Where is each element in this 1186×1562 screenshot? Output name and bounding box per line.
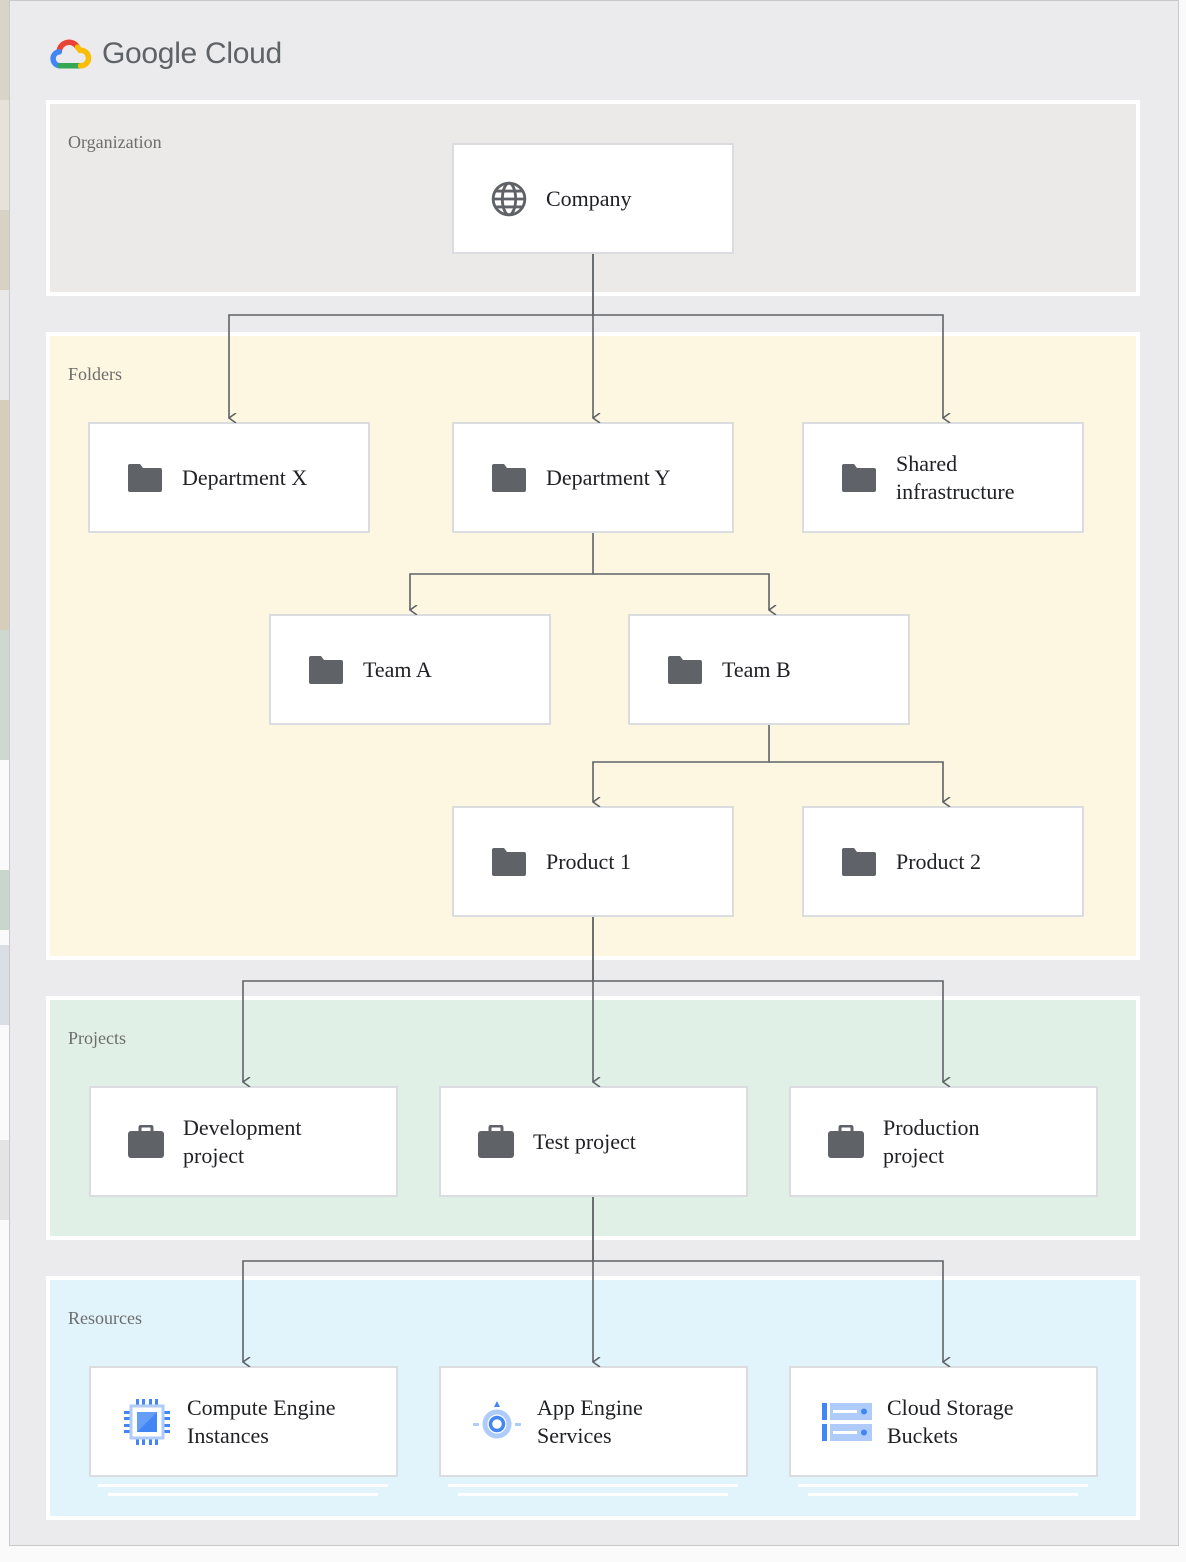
background-page-strip bbox=[0, 290, 9, 400]
node-team-a: Team A bbox=[269, 614, 551, 725]
node-label-line: project bbox=[183, 1142, 245, 1168]
node-label-line: Compute Engine bbox=[187, 1394, 336, 1420]
node-label-line: Instances bbox=[187, 1422, 269, 1448]
compute-engine-icon bbox=[121, 1396, 173, 1448]
folder-icon bbox=[126, 463, 164, 493]
node-test-project: Test project bbox=[439, 1086, 748, 1197]
folder-icon bbox=[840, 463, 878, 493]
brand-name: Google Cloud bbox=[102, 37, 282, 70]
node-company-label: Company bbox=[546, 185, 632, 211]
folder-icon bbox=[490, 463, 528, 493]
brand-logo: Google Cloud bbox=[50, 37, 282, 71]
node-label-line: Buckets bbox=[887, 1422, 958, 1448]
node-product-2-label: Product 2 bbox=[896, 848, 981, 874]
node-label-line: Services bbox=[537, 1422, 612, 1448]
stack-indicator bbox=[798, 1484, 1088, 1487]
node-label-line: App Engine bbox=[537, 1394, 643, 1420]
app-engine-icon bbox=[471, 1396, 523, 1448]
folder-icon bbox=[666, 655, 704, 685]
background-page-strip bbox=[0, 0, 9, 100]
briefcase-icon bbox=[477, 1124, 515, 1159]
node-label-line: Production bbox=[883, 1114, 980, 1140]
folder-icon bbox=[307, 655, 345, 685]
stack-indicator bbox=[808, 1493, 1078, 1496]
node-team-b: Team B bbox=[628, 614, 910, 725]
globe-icon bbox=[490, 180, 528, 218]
google-cloud-logo-icon bbox=[50, 39, 92, 69]
node-label-line: Cloud Storage bbox=[887, 1394, 1014, 1420]
organization-band-label: Organization bbox=[68, 132, 162, 152]
folders-band-label: Folders bbox=[68, 364, 122, 384]
stack-indicator bbox=[98, 1484, 388, 1487]
node-department-y: Department Y bbox=[452, 422, 734, 533]
background-page-footer bbox=[0, 1546, 1186, 1562]
background-page-strip bbox=[0, 630, 9, 760]
cloud-storage-icon bbox=[821, 1396, 873, 1448]
background-page-strip bbox=[0, 210, 9, 290]
node-label-line: Shared bbox=[896, 450, 958, 476]
stack-indicator bbox=[448, 1484, 738, 1487]
node-label-line: project bbox=[883, 1142, 945, 1168]
folder-icon bbox=[490, 847, 528, 877]
node-department-y-label: Department Y bbox=[546, 464, 671, 490]
background-page-strip bbox=[0, 400, 9, 630]
background-page-strip bbox=[0, 100, 9, 210]
resources-band-label: Resources bbox=[68, 1308, 142, 1328]
node-team-b-label: Team B bbox=[722, 656, 791, 682]
background-page-strip bbox=[0, 945, 9, 1025]
node-product-2: Product 2 bbox=[802, 806, 1084, 917]
node-department-x: Department X bbox=[88, 422, 370, 533]
briefcase-icon bbox=[127, 1124, 165, 1159]
node-product-1: Product 1 bbox=[452, 806, 734, 917]
node-label-line: infrastructure bbox=[896, 478, 1015, 504]
background-page-strip bbox=[0, 870, 9, 930]
folder-icon bbox=[840, 847, 878, 877]
node-company: Company bbox=[452, 143, 734, 254]
node-label-line: Development bbox=[183, 1114, 302, 1140]
node-team-a-label: Team A bbox=[363, 656, 432, 682]
projects-band-label: Projects bbox=[68, 1028, 126, 1048]
node-test-project-label: Test project bbox=[533, 1128, 636, 1154]
stack-indicator bbox=[108, 1493, 378, 1496]
briefcase-icon bbox=[827, 1124, 865, 1159]
node-department-x-label: Department X bbox=[182, 464, 308, 490]
node-product-1-label: Product 1 bbox=[546, 848, 631, 874]
background-page-strip bbox=[0, 1140, 9, 1220]
stack-indicator bbox=[458, 1493, 728, 1496]
